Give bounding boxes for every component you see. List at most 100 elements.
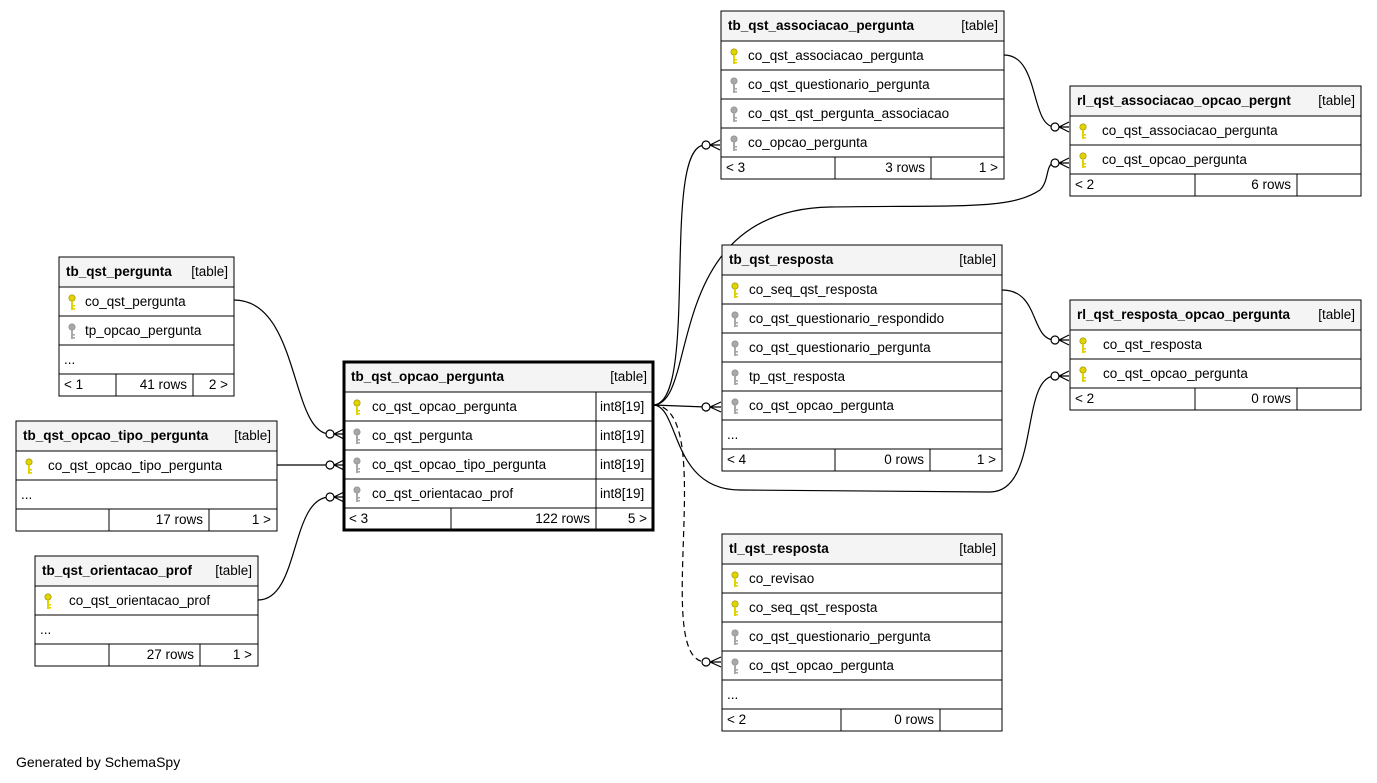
footer-row-count: 3 rows	[885, 160, 925, 175]
column-row[interactable]: co_qst_resposta	[1070, 337, 1361, 360]
table-kind-label: [table]	[959, 252, 996, 267]
column-row[interactable]: ...	[16, 487, 277, 510]
column-row[interactable]: co_opcao_pergunta	[721, 135, 1004, 158]
foreign-key-icon	[731, 340, 739, 356]
foreign-key-icon	[731, 311, 739, 327]
relationship-line	[257, 496, 331, 601]
footer-parent-count[interactable]: < 2	[727, 712, 746, 727]
table-tl-qst-resposta[interactable]: tl_qst_resposta [table] co_revisao co_seq_q…	[721, 533, 1003, 732]
column-name: ...	[40, 622, 51, 637]
column-row[interactable]: co_qst_questionario_respondido	[722, 311, 1002, 334]
footer-row-count: 122 rows	[535, 511, 590, 526]
table-tb-qst-pergunta[interactable]: tb_qst_pergunta[table]co_qst_perguntatp_…	[58, 256, 235, 397]
column-row[interactable]: co_qst_questionario_pergunta	[722, 340, 1002, 363]
table-tb-qst-associacao-pergunta[interactable]: tb_qst_associacao_pergunta[table]co_qst_…	[720, 10, 1005, 180]
footer-child-count[interactable]: 1 >	[233, 647, 252, 662]
table-footer: < 3 3 rows 1 >	[726, 157, 998, 179]
table-name: tl_qst_resposta	[729, 541, 829, 556]
column-name: co_qst_opcao_pergunta	[1103, 366, 1248, 381]
table-name: tb_qst_opcao_pergunta	[351, 369, 505, 384]
foreign-key-icon	[731, 629, 739, 645]
table-footer: < 1 41 rows 2 >	[64, 374, 228, 396]
column-row[interactable]: co_qst_opcao_pergunta	[722, 658, 1002, 681]
column-row[interactable]: ...	[35, 622, 258, 645]
column-name: co_qst_orientacao_prof	[69, 593, 210, 608]
column-row[interactable]: co_qst_orientacao_prof	[35, 593, 258, 616]
column-name: ...	[21, 487, 32, 502]
column-name: co_qst_questionario_pergunta	[748, 77, 930, 92]
footer-row-count: 41 rows	[140, 377, 188, 392]
relationship-lines	[233, 54, 1070, 668]
column-name: co_qst_opcao_tipo_pergunta	[372, 457, 547, 472]
column-name: co_qst_opcao_pergunta	[749, 398, 894, 413]
table-kind-label: [table]	[610, 369, 647, 384]
primary-key-icon	[1079, 152, 1087, 168]
table-rl-qst-associacao-opcao-pergnt[interactable]: rl_qst_associacao_opcao_pergnt[table]co_…	[1069, 85, 1362, 197]
foreign-key-icon	[353, 457, 361, 473]
foreign-key-icon	[731, 398, 739, 414]
table-name: tb_qst_opcao_tipo_pergunta	[23, 428, 209, 443]
table-name: tb_qst_resposta	[729, 252, 834, 267]
column-name: co_qst_pergunta	[372, 428, 473, 443]
footer-row-count: 0 rows	[1251, 391, 1291, 406]
footer-child-count[interactable]: 1 >	[252, 512, 271, 527]
primary-key-icon	[731, 282, 739, 298]
column-row[interactable]: co_qst_opcao_tipo_pergunta	[16, 458, 277, 481]
column-row[interactable]: co_qst_questionario_pergunta	[722, 629, 1002, 652]
footer-parent-count[interactable]: < 1	[64, 377, 83, 392]
footer-child-count[interactable]: 2 >	[209, 377, 228, 392]
column-type: int8[19]	[600, 457, 644, 472]
column-name: co_qst_questionario_pergunta	[749, 629, 931, 644]
relationship-line-dashed	[652, 404, 707, 663]
tables-layer: tb_qst_associacao_pergunta [table] co_qst_…	[15, 10, 1362, 732]
table-tb-qst-opcao-tipo-pergunta[interactable]: tb_qst_opcao_tipo_pergunta[table]co_qst_…	[15, 420, 278, 532]
column-row[interactable]: co_revisao	[722, 571, 1002, 594]
primary-key-icon	[731, 600, 739, 616]
table-kind-label: [table]	[959, 541, 996, 556]
relationship-line	[233, 299, 331, 435]
column-row[interactable]: tp_opcao_pergunta	[59, 323, 234, 346]
footer-parent-count[interactable]: < 4	[727, 452, 747, 467]
table-footer: < 3 122 rows 5 >	[349, 508, 647, 530]
column-row[interactable]: co_qst_pergunta	[59, 294, 234, 317]
column-row[interactable]: co_qst_opcao_tipo_pergunta int8[19]	[344, 450, 653, 480]
footer-child-count[interactable]: 1 >	[977, 452, 996, 467]
column-row[interactable]: ...	[722, 427, 1002, 450]
column-row[interactable]: co_qst_associacao_pergunta	[721, 48, 1004, 71]
column-row[interactable]: co_qst_questionario_pergunta	[721, 77, 1004, 100]
footer-parent-count[interactable]: < 3	[726, 160, 745, 175]
table-tb-qst-resposta[interactable]: tb_qst_resposta [table] co_seq_qst_respost…	[721, 244, 1003, 472]
relationship-line	[1003, 54, 1056, 128]
primary-key-icon	[730, 48, 738, 64]
column-row[interactable]: co_seq_qst_resposta	[722, 600, 1002, 623]
column-row[interactable]: co_seq_qst_resposta	[722, 282, 1002, 305]
table-rl-qst-resposta-opcao-pergunta[interactable]: rl_qst_resposta_opcao_pergunta[table]co_…	[1069, 299, 1362, 411]
footer-parent-count[interactable]: < 2	[1075, 391, 1094, 406]
column-row[interactable]: co_qst_qst_pergunta_associacao	[721, 106, 1004, 129]
primary-key-icon	[1079, 366, 1087, 382]
column-row[interactable]: co_qst_opcao_pergunta	[1070, 366, 1361, 389]
column-name: tp_opcao_pergunta	[85, 323, 202, 338]
column-row[interactable]: co_qst_opcao_pergunta	[722, 398, 1002, 421]
table-tb-qst-orientacao-prof[interactable]: tb_qst_orientacao_prof[table]co_qst_orie…	[34, 555, 259, 667]
column-row[interactable]: co_qst_opcao_pergunta	[1070, 152, 1361, 175]
footer-parent-count[interactable]: < 3	[349, 511, 368, 526]
column-row[interactable]: co_qst_associacao_pergunta	[1070, 123, 1361, 146]
footer-child-count[interactable]: 1 >	[979, 160, 998, 175]
column-name: co_revisao	[749, 571, 814, 586]
table-tb-qst-opcao-pergunta[interactable]: tb_qst_opcao_pergunta [table] co_qst_opcao…	[342, 360, 655, 532]
column-name: co_seq_qst_resposta	[749, 600, 878, 615]
footer-child-count[interactable]: 5 >	[628, 511, 647, 526]
table-name: rl_qst_resposta_opcao_pergunta	[1077, 307, 1291, 322]
column-row[interactable]: ...	[59, 352, 234, 375]
column-row[interactable]: tp_qst_resposta	[722, 369, 1002, 392]
relationship-line	[652, 404, 707, 408]
column-row[interactable]: ...	[722, 687, 1002, 710]
foreign-key-icon	[730, 106, 738, 122]
table-name: tb_qst_associacao_pergunta	[728, 18, 915, 33]
footer-parent-count[interactable]: < 2	[1075, 177, 1094, 192]
